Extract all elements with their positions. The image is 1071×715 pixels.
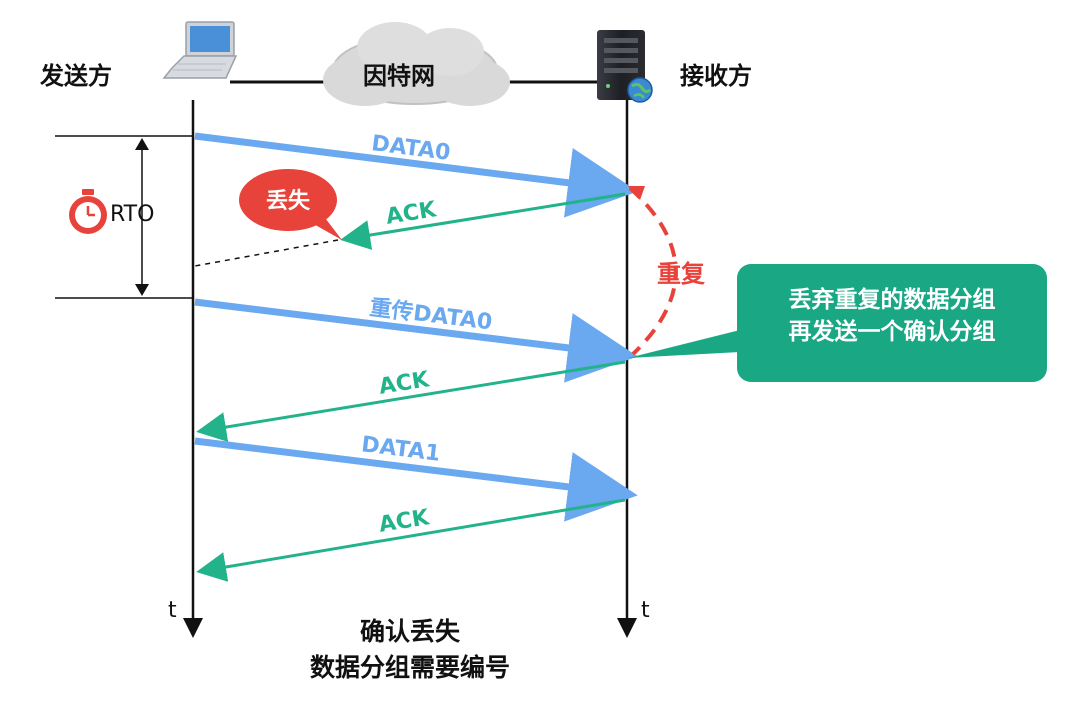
receiver-time-label: t	[641, 598, 650, 623]
callout-line-1: 丢弃重复的数据分组	[788, 287, 996, 313]
stopwatch-icon	[69, 189, 107, 234]
caption: 确认丢失 数据分组需要编号	[0, 614, 820, 686]
sender-time-label: t	[168, 598, 177, 623]
rto-label: RTO	[110, 202, 155, 227]
discard-callout	[628, 264, 1047, 382]
cloud-icon	[323, 22, 510, 106]
globe-icon	[627, 77, 653, 103]
duplicate-arc-head	[628, 186, 645, 200]
callout-line-2: 再发送一个确认分组	[788, 319, 996, 345]
ack-3-arrow	[196, 498, 626, 582]
rto-arrow-up	[135, 138, 149, 150]
caption-line-1: 确认丢失	[359, 617, 460, 646]
network-label: 因特网	[363, 62, 435, 90]
data0-arrow	[194, 132, 638, 218]
laptop-icon	[162, 21, 238, 79]
caption-line-2: 数据分组需要编号	[309, 653, 510, 682]
ack-lost-arrow	[340, 192, 626, 250]
callout-text: 丢弃重复的数据分组 再发送一个确认分组	[742, 284, 1042, 348]
lost-label: 丢失	[266, 189, 311, 214]
duplicate-arc	[628, 186, 678, 356]
ack-lost-trace	[194, 239, 339, 267]
receiver-label: 接收方	[680, 62, 752, 90]
duplicate-label: 重复	[657, 260, 706, 288]
ack-2-arrow	[196, 360, 626, 442]
data1-arrow	[194, 437, 638, 522]
lost-bubble	[237, 167, 342, 240]
sender-label: 发送方	[40, 62, 112, 90]
rto-arrow-down	[135, 284, 149, 296]
retransmit-data0-arrow	[194, 298, 638, 383]
